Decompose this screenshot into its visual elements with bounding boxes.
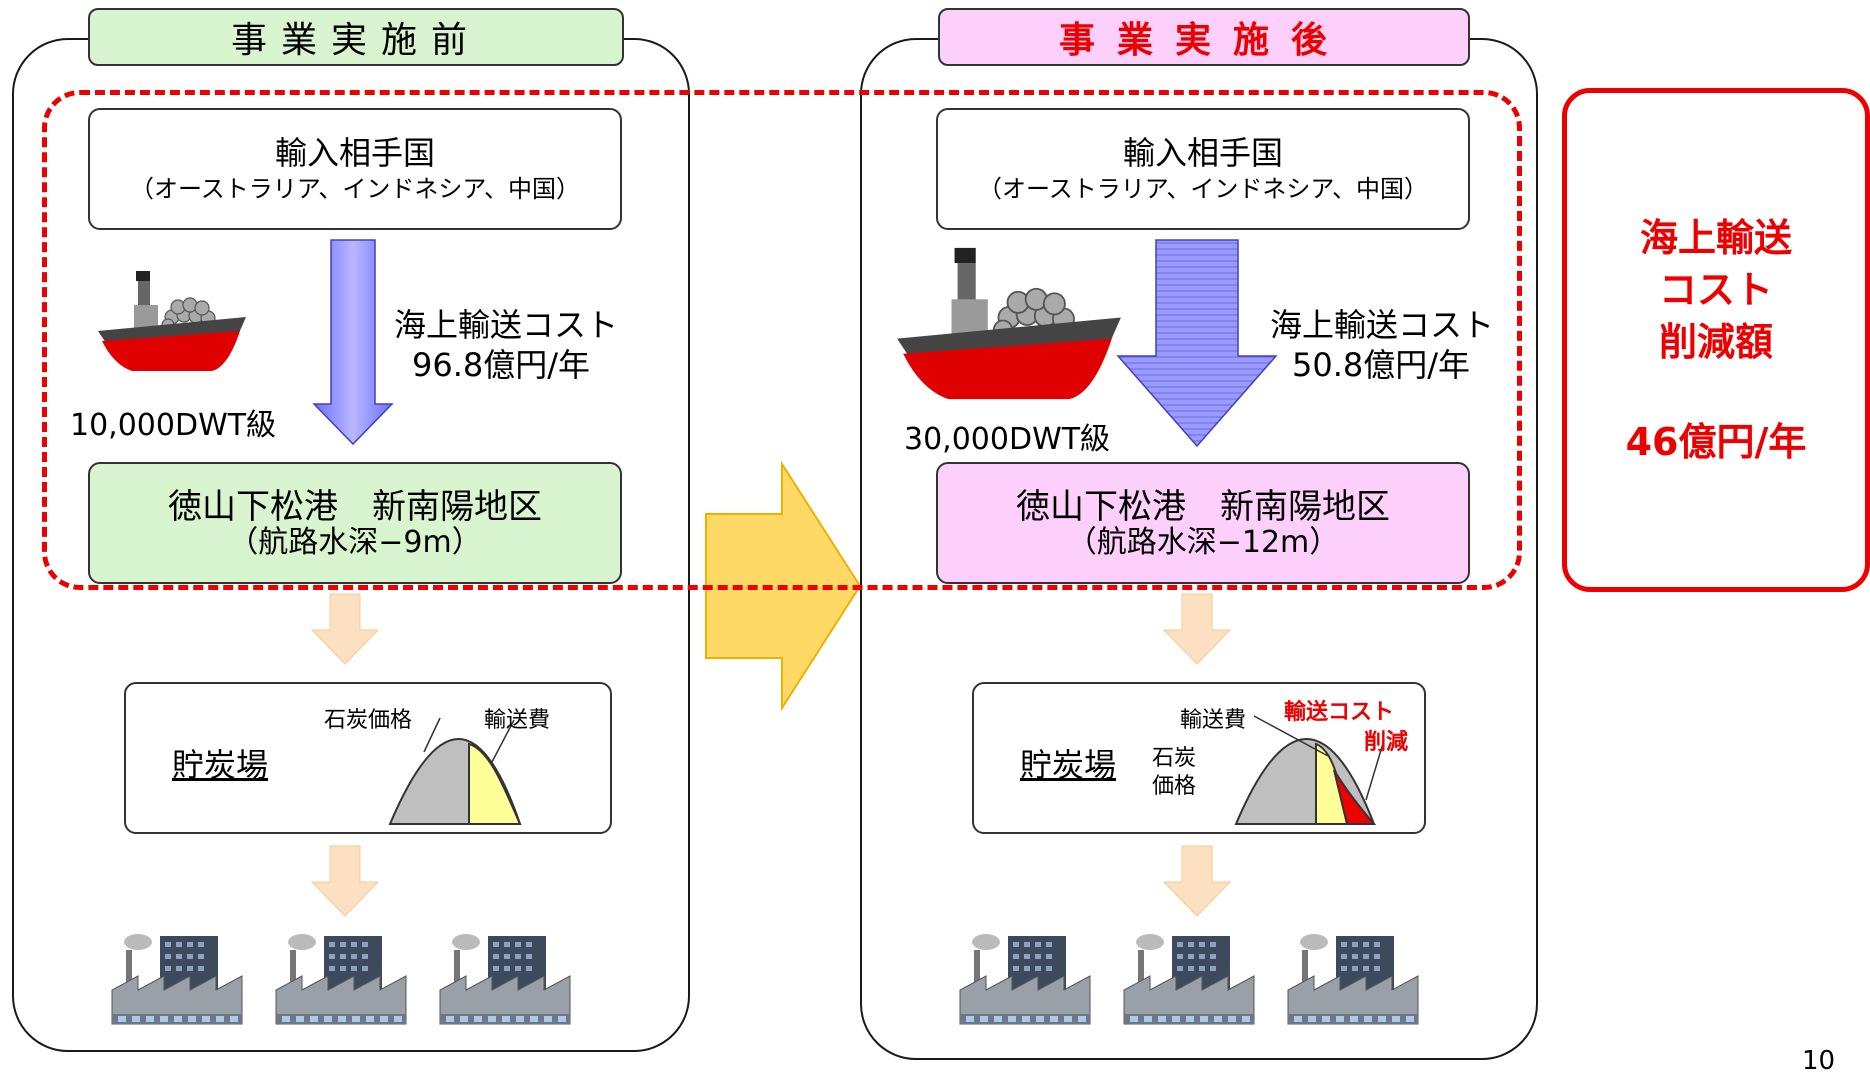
before-title: 事業実施前 [88, 8, 624, 66]
after-port-box: 徳山下松港 新南陽地区 （航路水深−12m） [936, 462, 1470, 584]
after-title: 事業実施後 [938, 8, 1470, 66]
before-flow-arrow-2 [310, 845, 380, 917]
after-origin-countries: （オーストラリア、インドネシア、中国） [978, 175, 1428, 203]
before-port-name: 徳山下松港 新南陽地区 [168, 487, 542, 527]
before-chart-label-transport: 輸送費 [484, 708, 551, 733]
page-number: 10 [1802, 1046, 1836, 1076]
before-origin-name: 輸入相手国 [274, 134, 435, 172]
before-cost-label: 海上輸送コスト [394, 306, 619, 344]
before-cost-arrow [312, 239, 394, 446]
after-cost-label: 海上輸送コスト [1270, 306, 1495, 344]
before-cost-value: 96.8億円/年 [412, 346, 591, 384]
after-chart-label-reduction-1: 輸送コスト [1284, 700, 1395, 725]
after-origin-name: 輸入相手国 [1122, 134, 1283, 172]
after-chart-label-transport: 輸送費 [1180, 708, 1247, 733]
after-storage-label: 貯炭場 [1020, 746, 1117, 784]
after-chart-label-coal-2: 価格 [1152, 774, 1197, 799]
before-flow-arrow-1 [310, 593, 380, 665]
after-flow-arrow-1 [1162, 593, 1232, 665]
before-origin-countries: （オーストラリア、インドネシア、中国） [130, 175, 580, 203]
after-price-chart [1234, 715, 1385, 825]
before-storage-box [124, 682, 612, 834]
before-ship-icon [98, 271, 246, 371]
after-flow-arrow-2 [1162, 845, 1232, 917]
before-port-depth: （航路水深−9m） [228, 525, 482, 560]
before-port-box: 徳山下松港 新南陽地区 （航路水深−9m） [88, 462, 622, 584]
after-origin-box: 輸入相手国 （オーストラリア、インドネシア、中国） [936, 108, 1470, 230]
after-ship-icon [897, 247, 1121, 400]
after-port-name: 徳山下松港 新南陽地区 [1016, 487, 1390, 527]
before-factories-icon [111, 933, 571, 1025]
before-storage-label: 貯炭場 [172, 746, 269, 784]
after-chart-label-reduction-2: 削減 [1364, 730, 1409, 755]
before-price-chart [388, 717, 522, 825]
before-chart-label-coal: 石炭価格 [324, 708, 413, 733]
after-ship-class: 30,000DWT級 [904, 422, 1111, 457]
after-chart-label-coal-1: 石炭 [1152, 746, 1197, 771]
summary-line3: 削減額 [1658, 320, 1773, 364]
before-ship-class: 10,000DWT級 [70, 408, 277, 443]
before-origin-box: 輸入相手国 （オーストラリア、インドネシア、中国） [88, 108, 622, 230]
after-port-depth: （航路水深−12m） [1066, 525, 1340, 560]
summary-line1: 海上輸送 [1639, 216, 1792, 260]
after-cost-arrow [1116, 239, 1278, 448]
after-cost-value: 50.8億円/年 [1292, 346, 1471, 384]
dashed-highlight-frame [42, 90, 1522, 590]
summary-box: 海上輸送 コスト 削減額 46億円/年 [1562, 88, 1870, 592]
after-factories-icon [959, 933, 1419, 1025]
summary-amount: 46億円/年 [1625, 420, 1807, 464]
summary-line2: コスト [1658, 268, 1773, 312]
